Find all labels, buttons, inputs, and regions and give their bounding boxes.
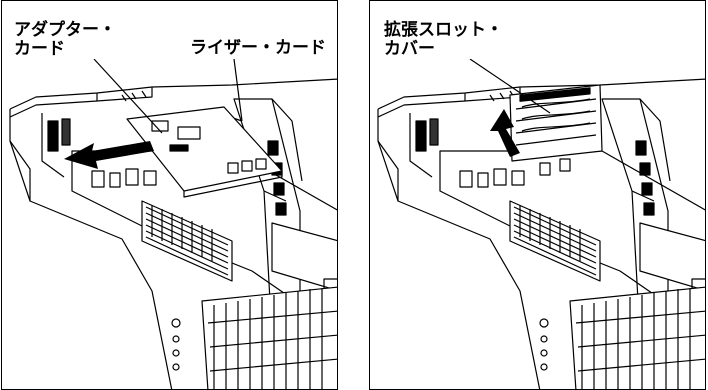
adapter-card-leader <box>93 58 163 134</box>
memory-sockets <box>141 200 233 282</box>
front-grille <box>569 286 705 389</box>
adapter-card-label: アダプター・ カード <box>12 21 118 59</box>
chassis-rim <box>9 78 337 110</box>
front-grille <box>201 286 337 389</box>
chassis-left-wall <box>377 109 541 389</box>
slot-cover-leader <box>469 58 551 114</box>
right-panel-illustration <box>377 58 705 389</box>
expansion-slot-covers <box>509 84 603 162</box>
lift-arrow <box>490 109 520 157</box>
right-panel-remove-slot-cover: 拡張スロット・ カバー <box>369 0 706 390</box>
rear-slot-2 <box>61 118 71 146</box>
removal-arrow <box>64 141 154 169</box>
slot-cover-label-line1: 拡張スロット・ <box>384 20 503 40</box>
rear-slot-1 <box>47 120 59 152</box>
drive-bay <box>271 222 337 292</box>
chassis-left-wall <box>9 109 173 389</box>
slot-cover-label-line2: カバー <box>384 39 435 59</box>
riser-card-label: ライザー・カード <box>188 38 328 58</box>
left-panel-illustration <box>9 58 337 389</box>
drive-bay <box>639 222 705 292</box>
memory-sockets <box>509 200 601 282</box>
left-panel-remove-adapter-card: アダプター・ カード ライザー・カード <box>1 0 338 390</box>
riser-card-leader <box>233 58 243 122</box>
adapter-card-label-line1: アダプター・ <box>14 20 116 40</box>
chassis-rim <box>377 78 705 110</box>
slot-cover-label: 拡張スロット・ カバー <box>382 21 505 59</box>
adapter-card-label-line2: カード <box>14 39 65 59</box>
